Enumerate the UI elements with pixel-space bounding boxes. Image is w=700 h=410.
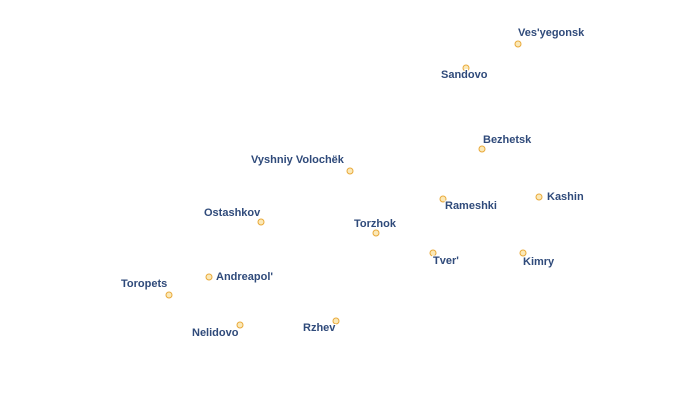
city-marker-ostashkov[interactable]: [257, 218, 265, 226]
city-marker-sandovo[interactable]: [462, 64, 470, 72]
city-marker-tver[interactable]: [429, 249, 437, 257]
city-marker-toropets[interactable]: [165, 291, 173, 299]
city-label-kashin: Kashin: [547, 191, 584, 203]
city-label-toropets: Toropets: [121, 278, 168, 290]
city-marker-kimry[interactable]: [519, 249, 527, 257]
city-label-vesyegonsk: Ves'yegonsk: [518, 27, 585, 39]
city-marker-kashin[interactable]: [535, 193, 543, 201]
city-marker-bezhetsk[interactable]: [478, 145, 486, 153]
city-marker-nelidovo[interactable]: [236, 321, 244, 329]
city-label-rameshki: Rameshki: [445, 200, 497, 212]
city-label-vyshniy-volochek: Vyshniy Volochёk: [251, 154, 344, 166]
city-marker-vesyegonsk[interactable]: [514, 40, 522, 48]
city-label-rzhev: Rzhev: [303, 322, 336, 334]
city-label-torzhok: Torzhok: [354, 218, 396, 230]
city-marker-vyshniy-volochek[interactable]: [346, 167, 354, 175]
city-label-nelidovo: Nelidovo: [192, 327, 239, 339]
city-label-kimry: Kimry: [523, 256, 555, 268]
city-marker-rameshki[interactable]: [439, 195, 447, 203]
city-marker-andreapol[interactable]: [205, 273, 213, 281]
city-marker-torzhok[interactable]: [372, 229, 380, 237]
city-label-ostashkov: Ostashkov: [204, 207, 261, 219]
city-label-andreapol: Andreapol': [216, 271, 274, 283]
city-label-bezhetsk: Bezhetsk: [483, 134, 532, 146]
city-label-sandovo: Sandovo: [441, 69, 488, 81]
city-marker-rzhev[interactable]: [332, 317, 340, 325]
city-label-tver: Tver': [433, 255, 459, 267]
